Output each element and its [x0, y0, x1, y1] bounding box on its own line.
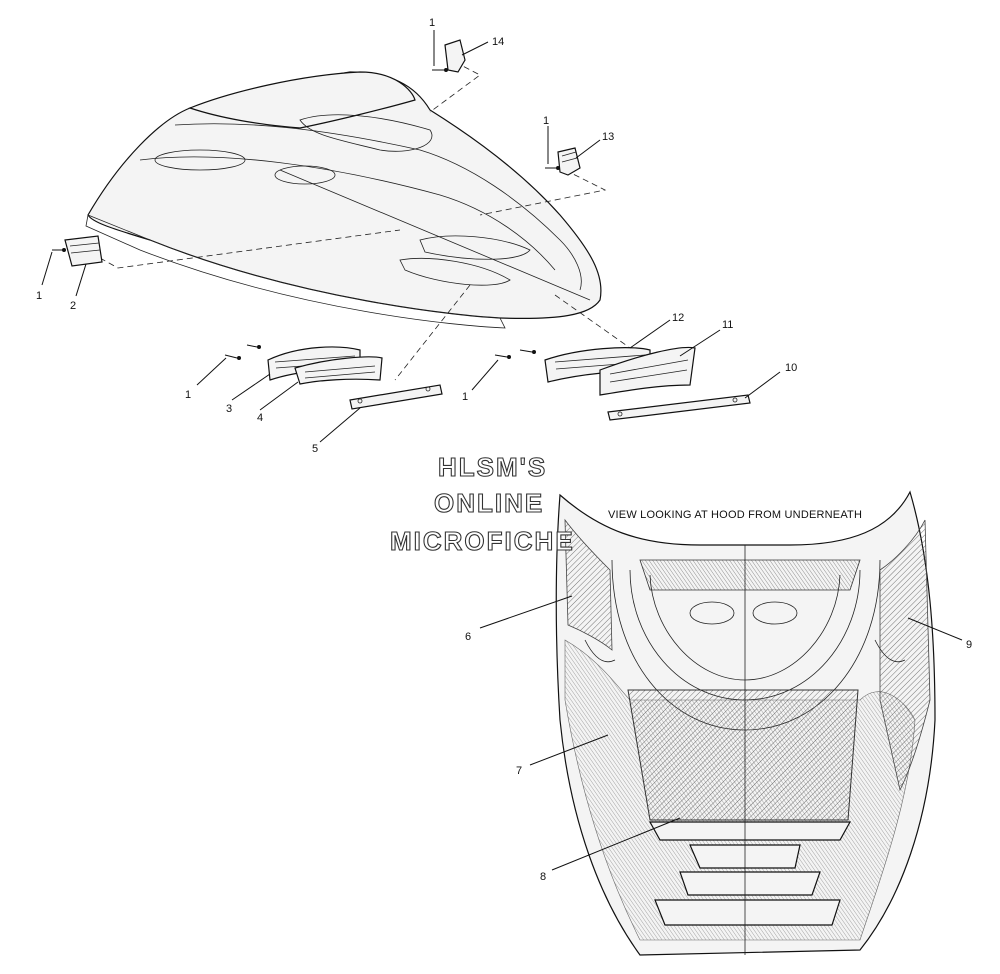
callout-12: 12	[672, 312, 684, 324]
callout-11: 11	[722, 319, 733, 331]
vent-13	[557, 147, 581, 176]
callout-1: 1	[429, 17, 435, 29]
trim-10	[607, 394, 751, 421]
callout-10: 10	[785, 362, 797, 374]
callout-13: 13	[602, 131, 614, 143]
callout-7: 7	[516, 765, 522, 777]
trim-5	[349, 384, 443, 410]
vent-2	[64, 235, 103, 267]
leader-lines	[41, 30, 963, 871]
callout-4: 4	[257, 412, 263, 424]
callout-6: 6	[465, 631, 471, 643]
watermark-line-3: MICROFICHE	[390, 526, 575, 556]
watermark-line-2: ONLINE	[434, 488, 544, 518]
screws	[52, 68, 560, 360]
callout-2: 2	[70, 300, 76, 312]
view-caption: VIEW LOOKING AT HOOD FROM UNDERNEATH	[608, 509, 862, 521]
watermark-line-1: HLSM'S	[438, 452, 547, 482]
callout-9: 9	[966, 639, 972, 651]
callout-1: 1	[36, 290, 42, 302]
callout-3: 3	[226, 403, 232, 415]
watermark: HLSM'S ONLINE MICROFICHE	[389, 451, 575, 556]
hood-exterior	[85, 71, 602, 329]
callout-14: 14	[492, 36, 504, 48]
callout-1: 1	[185, 389, 191, 401]
vent-14	[444, 39, 466, 73]
callout-8: 8	[540, 871, 546, 883]
hood-underside	[555, 490, 936, 956]
callout-5: 5	[312, 443, 318, 455]
grille-4	[294, 356, 383, 385]
grille-11	[599, 346, 696, 396]
callouts: 1 14 1 13 1 2 12 11 10 1 3 4 5 1 6 9 7 8	[36, 17, 972, 883]
callout-1: 1	[462, 391, 468, 403]
callout-1: 1	[543, 115, 549, 127]
mounting-lines	[99, 61, 641, 381]
